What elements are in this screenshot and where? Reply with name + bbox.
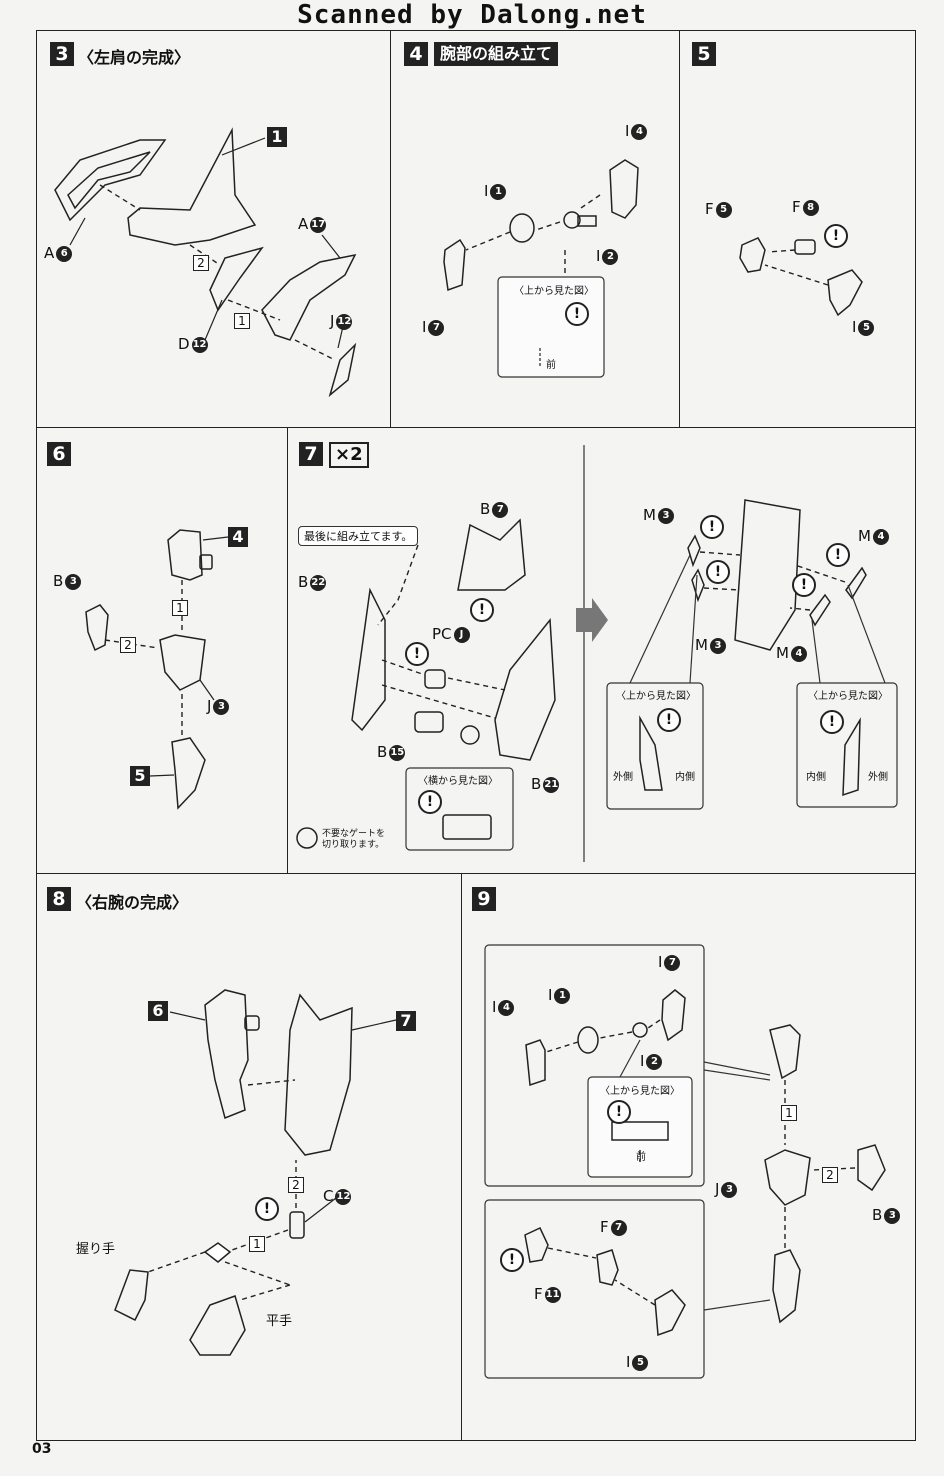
step-title: 〈左肩の完成〉 (78, 48, 191, 67)
caution-icon: ! (820, 710, 844, 734)
part-callout-1: 1 (267, 127, 287, 147)
caution-icon: ! (255, 1197, 279, 1221)
caution-icon: ! (607, 1100, 631, 1124)
part-callout-7: 7 (396, 1011, 416, 1031)
step-number: 4 (404, 42, 428, 66)
step-number: 6 (47, 442, 71, 466)
order-marker-1: 1 (172, 600, 188, 616)
outer-label: 外側 (868, 772, 888, 783)
order-marker-2: 2 (120, 637, 136, 653)
order-marker-1: 1 (781, 1105, 797, 1121)
order-marker-2: 2 (822, 1167, 838, 1183)
step-number: 7 (299, 442, 323, 466)
top-view-caption: 〈上から見た図〉 (808, 691, 888, 702)
caution-icon: ! (470, 598, 494, 622)
outer-label: 外側 (613, 772, 633, 783)
caution-icon: ! (700, 515, 724, 539)
step-number: 5 (692, 42, 716, 66)
top-view-caption: 〈上から見た図〉 (514, 286, 594, 297)
front-label: 前 (636, 1152, 646, 1163)
order-marker-1: 1 (249, 1236, 265, 1252)
caution-icon: ! (500, 1248, 524, 1272)
open-hand-label: 平手 (266, 1314, 293, 1329)
part-callout-4: 4 (228, 527, 248, 547)
order-marker-2: 2 (193, 255, 209, 271)
order-marker-1: 1 (234, 313, 250, 329)
part-callout-6: 6 (148, 1001, 168, 1021)
step-title: 〈右腕の完成〉 (76, 893, 189, 912)
order-marker-2: 2 (288, 1177, 304, 1193)
caution-icon: ! (824, 224, 848, 248)
top-view-caption: 〈上から見た図〉 (616, 691, 696, 702)
page-number: 03 (32, 1441, 52, 1457)
step-number: 9 (472, 887, 496, 911)
caution-icon: ! (565, 302, 589, 326)
part-callout-5: 5 (130, 766, 150, 786)
caution-icon: ! (706, 560, 730, 584)
assembly-note: 最後に組み立てます。 (298, 526, 419, 546)
inner-label: 内側 (806, 772, 826, 783)
caution-icon: ! (657, 708, 681, 732)
side-view-caption: 〈横から見た図〉 (418, 776, 498, 787)
front-label: 前 (546, 360, 556, 371)
step-title: 腕部の組み立て (434, 42, 559, 66)
quantity-badge: ×2 (329, 442, 369, 468)
step-number: 3 (50, 42, 74, 66)
step-number: 8 (47, 887, 71, 911)
inner-label: 内側 (675, 772, 695, 783)
caution-icon: ! (792, 573, 816, 597)
top-view-caption: 〈上から見た図〉 (600, 1086, 680, 1097)
gate-cut-legend: 不要なゲートを切り取ります。 (322, 829, 386, 850)
caution-icon: ! (418, 790, 442, 814)
caution-icon: ! (405, 642, 429, 666)
panel-step-9 (461, 873, 916, 1441)
grip-hand-label: 握り手 (76, 1242, 116, 1257)
scan-credit: Scanned by Dalong.net (297, 0, 647, 30)
caution-icon: ! (826, 543, 850, 567)
